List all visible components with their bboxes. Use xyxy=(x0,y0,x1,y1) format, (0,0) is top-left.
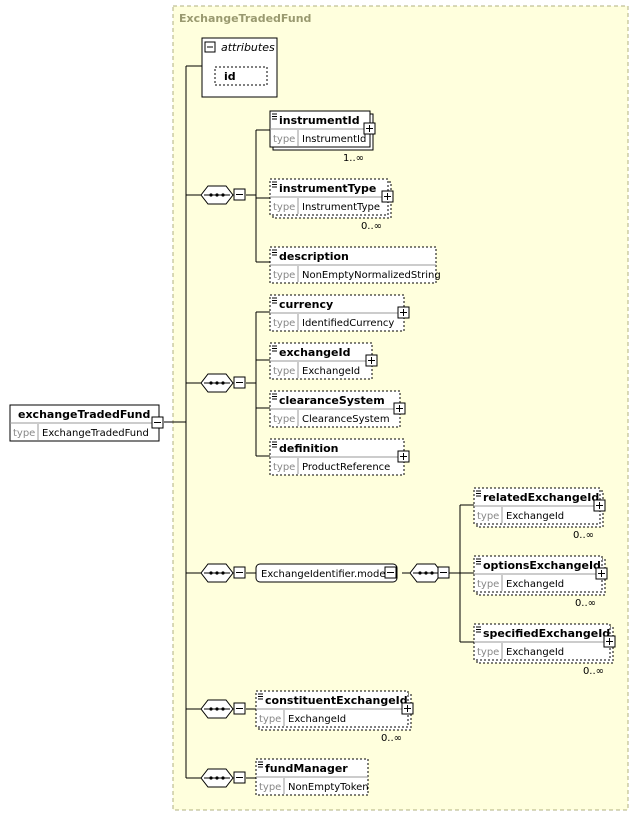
type-label: type xyxy=(477,511,499,522)
attribute-id-label: id xyxy=(224,70,236,83)
element-type: ClearanceSystem xyxy=(302,414,390,425)
expand-button[interactable] xyxy=(363,122,376,135)
element-name: clearanceSystem xyxy=(279,394,385,407)
container-title: ExchangeTradedFund xyxy=(179,12,311,25)
cardinality-label: 0..∞ xyxy=(573,530,594,541)
expand-button[interactable] xyxy=(603,635,616,648)
cardinality-label: 0..∞ xyxy=(575,598,596,609)
group-name: ExchangeIdentifier.model xyxy=(261,569,388,580)
attributes-header: attributes xyxy=(221,41,275,54)
sequence-compositor-5[interactable] xyxy=(200,699,246,719)
element-specified-exchange-id[interactable]: specifiedExchangeId type ExchangeId 0..∞ xyxy=(473,623,616,677)
expand-button[interactable] xyxy=(393,402,406,415)
type-label: type xyxy=(273,414,295,425)
type-label: type xyxy=(259,714,281,725)
element-exchange-id[interactable]: exchangeId type ExchangeId xyxy=(269,342,378,380)
element-description[interactable]: description type NonEmptyNormalizedString xyxy=(269,246,441,284)
sequence-compositor-3[interactable] xyxy=(200,563,246,583)
element-type: IdentifiedCurrency xyxy=(302,318,394,329)
element-constituent-exchange-id[interactable]: constituentExchangeId type ExchangeId 0..∞ xyxy=(255,690,414,744)
element-name: constituentExchangeId xyxy=(265,694,408,707)
element-name: description xyxy=(279,250,349,263)
type-label: type xyxy=(273,366,295,377)
expand-button[interactable] xyxy=(397,450,410,463)
type-label: type xyxy=(273,270,295,281)
element-instrument-id[interactable]: instrumentId type InstrumentId 1..∞ xyxy=(269,110,376,164)
cardinality-label: 0..∞ xyxy=(583,666,604,677)
element-type: ProductReference xyxy=(302,462,390,473)
element-name: definition xyxy=(279,442,339,455)
type-label: type xyxy=(477,647,499,658)
expand-button[interactable] xyxy=(595,567,608,580)
root-collapse-button[interactable] xyxy=(151,416,164,429)
type-label: type xyxy=(273,134,295,145)
expand-button[interactable] xyxy=(593,499,606,512)
element-name: optionsExchangeId xyxy=(483,559,601,572)
element-type: NonEmptyToken xyxy=(288,782,369,793)
type-label: type xyxy=(273,318,295,329)
group-exchange-identifier-model[interactable]: ExchangeIdentifier.model xyxy=(255,563,398,583)
element-related-exchange-id[interactable]: relatedExchangeId type ExchangeId 0..∞ xyxy=(473,487,606,541)
element-instrument-type[interactable]: instrumentType type InstrumentType 0..∞ xyxy=(269,178,394,232)
type-label: type xyxy=(273,462,295,473)
element-name: fundManager xyxy=(265,762,348,775)
connector-lines xyxy=(164,65,474,779)
element-name: instrumentType xyxy=(279,182,376,195)
sequence-compositor-4[interactable] xyxy=(409,563,450,583)
expand-button[interactable] xyxy=(381,190,394,203)
root-element-type: ExchangeTradedFund xyxy=(42,428,149,439)
element-name: exchangeId xyxy=(279,346,350,359)
cardinality-label: 0..∞ xyxy=(361,221,382,232)
sequence-compositor-6[interactable] xyxy=(200,768,246,788)
element-clearance-system[interactable]: clearanceSystem type ClearanceSystem xyxy=(269,390,406,428)
element-fund-manager[interactable]: fundManager type NonEmptyToken xyxy=(255,758,369,796)
root-element[interactable]: exchangeTradedFund type ExchangeTradedFu… xyxy=(9,404,160,442)
sequence-compositor-1[interactable] xyxy=(200,185,246,205)
expand-button[interactable] xyxy=(365,354,378,367)
element-options-exchange-id[interactable]: optionsExchangeId type ExchangeId 0..∞ xyxy=(473,555,608,609)
type-label: type xyxy=(477,579,499,590)
element-type: ExchangeId xyxy=(506,511,564,522)
element-currency[interactable]: currency type IdentifiedCurrency xyxy=(269,294,410,332)
element-type: ExchangeId xyxy=(506,647,564,658)
element-type: InstrumentType xyxy=(302,202,380,213)
element-type: ExchangeId xyxy=(288,714,346,725)
type-label: type xyxy=(259,782,281,793)
attributes-box: attributes id xyxy=(201,37,278,98)
element-name: currency xyxy=(279,298,333,311)
root-element-name: exchangeTradedFund xyxy=(18,408,150,421)
cardinality-label: 0..∞ xyxy=(381,733,402,744)
element-type: InstrumentId xyxy=(302,134,366,145)
attribute-item-id[interactable] xyxy=(214,66,268,86)
type-label: type xyxy=(273,202,295,213)
root-type-label: type xyxy=(13,428,35,439)
element-name: instrumentId xyxy=(279,114,360,127)
element-definition[interactable]: definition type ProductReference xyxy=(269,438,410,476)
element-name: specifiedExchangeId xyxy=(483,627,610,640)
element-name: relatedExchangeId xyxy=(483,491,599,504)
element-type: ExchangeId xyxy=(506,579,564,590)
element-type: ExchangeId xyxy=(302,366,360,377)
expand-button[interactable] xyxy=(397,306,410,319)
sequence-compositor-2[interactable] xyxy=(200,373,246,393)
element-type: NonEmptyNormalizedString xyxy=(302,270,441,281)
cardinality-label: 1..∞ xyxy=(343,153,364,164)
expand-button[interactable] xyxy=(401,702,414,715)
